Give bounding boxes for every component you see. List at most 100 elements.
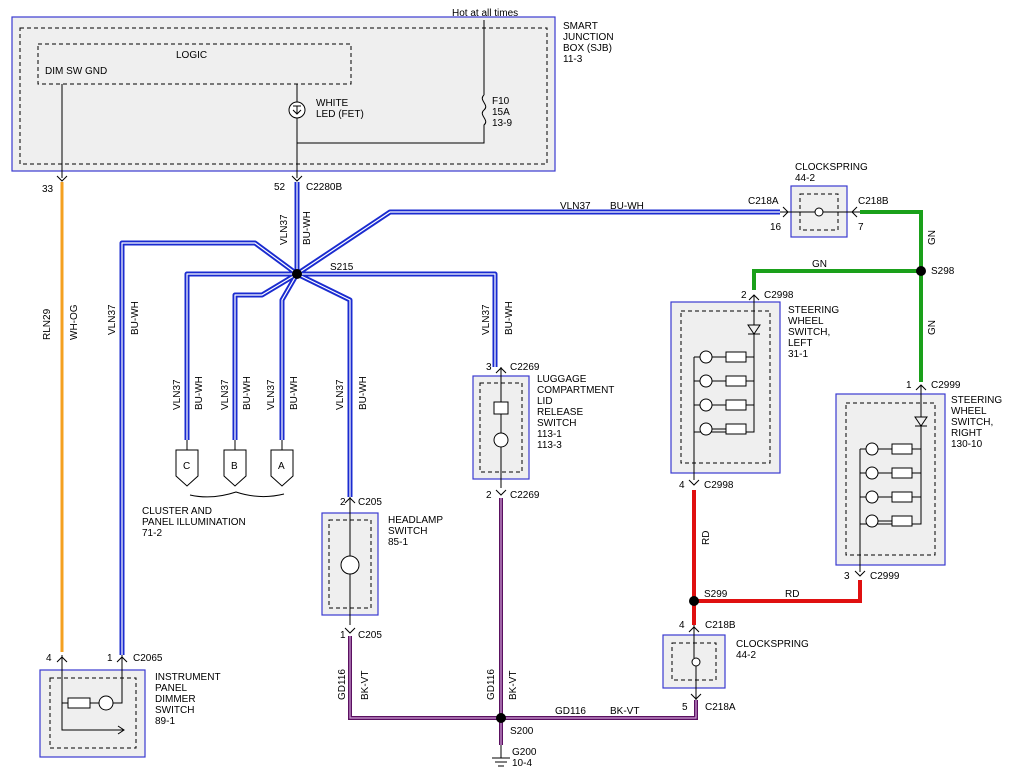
sws-left-inner [680,310,771,464]
luggage-resistor-icon [493,401,509,415]
luggage-label-3: LID [537,396,553,407]
clockspring-bot-ref: 44-2 [736,650,756,661]
sws-left-label-4: LEFT [788,338,812,349]
luggage-label-2: COMPARTMENT [537,385,614,396]
s200-splice [496,713,506,723]
dimmer-label-4: SWITCH [155,705,194,716]
sws-right-ref: 130-10 [951,439,983,450]
pin-3-c2269: 3 [486,362,492,373]
dimmer-label-2: PANEL [155,683,187,694]
pin-1-c2999: 1 [906,380,912,391]
clockspring-top-lines [780,206,860,218]
logic-label: LOGIC [176,50,207,61]
hot-label: Hot at all times [452,8,518,19]
led-label: WHITE [316,98,349,109]
cluster-ref: 71-2 [142,528,162,539]
headlamp-lamp-icon [340,555,360,575]
sws-left-label: STEERING [788,305,839,316]
wire-label-buwh-c: BU-WH [130,301,141,335]
rd-wire-horizontal [694,580,862,603]
luggage-label: LUGGAGE [537,374,587,385]
dimmer-lines [61,655,125,735]
sws-right-label-4: RIGHT [951,428,982,439]
sjb-inner [19,27,548,165]
dimmer-connectors [56,656,128,663]
luggage-ref-1: 113-1 [537,429,562,440]
pin-4-c218b: 4 [679,620,685,631]
pin-1-c205: 1 [340,630,346,641]
ground-wires [348,498,698,767]
wire-label-buwh-f: BU-WH [289,376,300,410]
sws-right-box [835,393,946,566]
cluster-connectors [175,440,294,498]
sjb-title-2: JUNCTION [563,32,614,43]
c218a-top-label: C218A [748,196,779,207]
wire-label-vln37-c: VLN37 [107,304,118,335]
connector-33 [56,175,68,182]
sws-left-leds [693,350,754,436]
clockspring-bot-lines [688,625,702,700]
wire-label-vln37-e: VLN37 [220,379,231,410]
pin-1-c2065: 1 [107,653,113,664]
c2065-label: C2065 [133,653,163,664]
c2269-bot-label: C2269 [510,490,540,501]
wire-label-bkvt-a: BK-VT [360,671,371,700]
led-symbol [292,105,302,115]
sws-right-lines [859,385,928,572]
clockspring-bot-icon [691,657,701,667]
s299-label: S299 [704,589,728,600]
pin-4-c2065: 4 [46,653,52,664]
pin-16: 16 [770,222,782,233]
sws-left-label-3: SWITCH, [788,327,830,338]
clockspring-top-icon [814,207,824,217]
c205-top-label: C205 [358,497,382,508]
s200-label: S200 [510,726,534,737]
c205-bot-label: C205 [358,630,382,641]
dim-sw-gnd-label: DIM SW GND [45,66,107,77]
wire-label-buwh-e: BU-WH [242,376,253,410]
s298-splice [916,266,926,276]
sws-right-label-2: WHEEL [951,406,987,417]
fuse-ref: 13-9 [492,118,512,129]
dimmer-ref: 89-1 [155,716,175,727]
wire-label-vln37-g: VLN37 [335,379,346,410]
c2999-top-label: C2999 [931,380,961,391]
pin-3-c2999: 3 [844,571,850,582]
rd-label-b: RD [785,589,799,600]
sjb-ref: 11-3 [563,54,583,65]
gn-label-b: GN [927,320,938,335]
c2999-bot-label: C2999 [870,571,900,582]
connector-52 [291,175,303,182]
dimmer-label: INSTRUMENT [155,672,221,683]
g200-label: G200 [512,747,537,758]
dimmer-lamp-icon [98,695,114,711]
s215-splice [292,269,302,279]
headlamp-ref: 85-1 [388,537,408,548]
luggage-label-5: SWITCH [537,418,576,429]
luggage-connectors [495,367,507,496]
sws-right-leds [859,442,921,528]
cluster-pin-c: C [183,461,190,472]
c218b-top-label: C218B [858,196,889,207]
pin-4-c2998: 4 [679,480,685,491]
luggage-lamp-icon [493,432,509,448]
clockspring-top-ref: 44-2 [795,173,815,184]
c2998-bot-label: C2998 [704,480,734,491]
cluster-pin-a: A [278,461,285,472]
cluster-pin-b: B [231,461,238,472]
s215-label: S215 [330,262,354,273]
sws-right-inner [845,402,936,556]
blue-wires [119,182,780,655]
g200-ref: 10-4 [512,758,532,769]
wire-label-vln37-d: VLN37 [172,379,183,410]
sws-left-label-2: WHEEL [788,316,824,327]
gn-label-c: GN [812,259,827,270]
sws-right-label-3: SWITCH, [951,417,993,428]
wire-label-vln37-a: VLN37 [279,214,290,245]
sjb-box [11,16,556,172]
sws-left-lines [693,295,761,480]
wire-label-gd116-c: GD116 [555,706,586,717]
wire-label-buwh-h: BU-WH [504,301,515,335]
